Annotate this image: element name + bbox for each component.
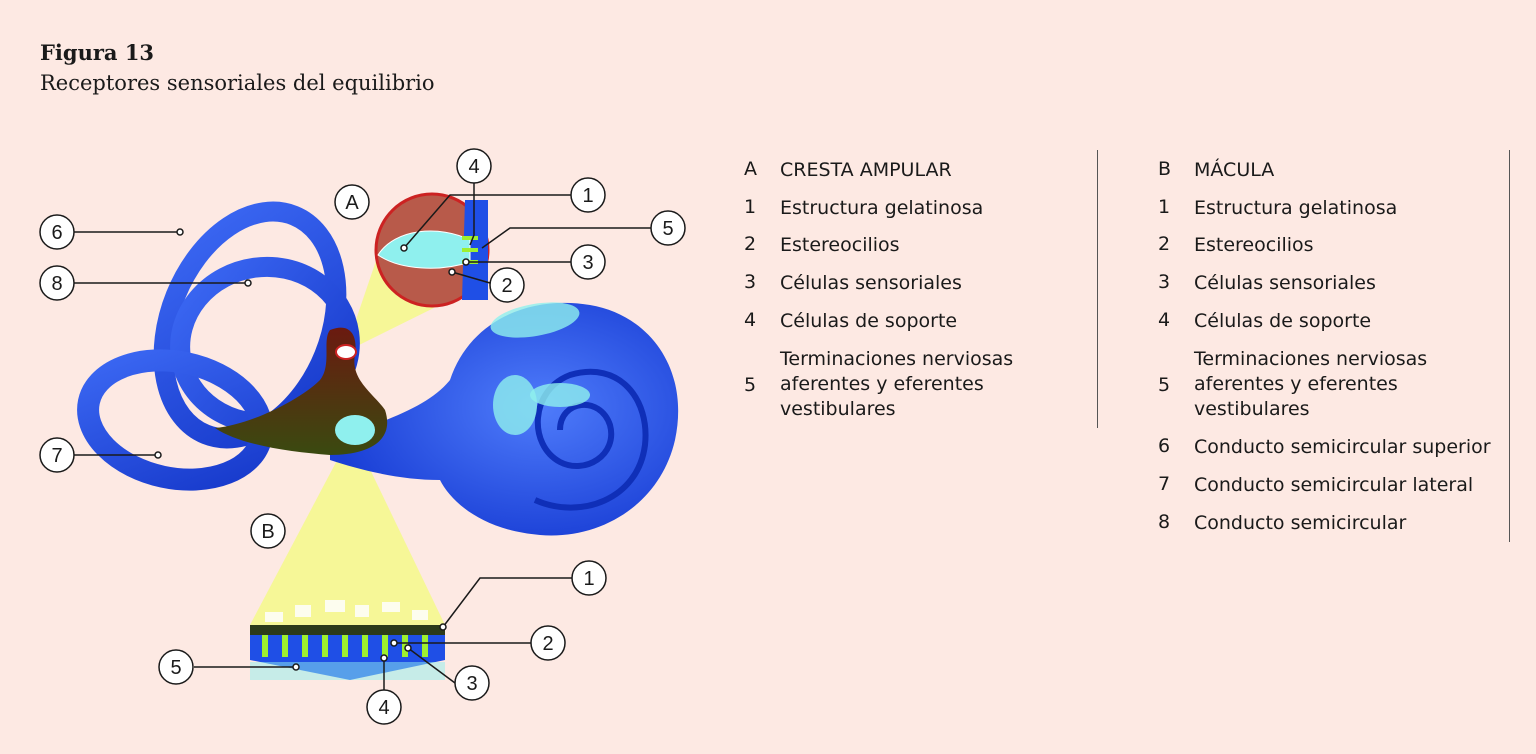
callout-6: 6 — [51, 222, 62, 244]
legend-b-item-label: Estereocilios — [1194, 234, 1314, 256]
cochlea-highlight-3 — [530, 383, 590, 407]
legend-b-item-key: 2 — [1158, 233, 1171, 255]
figure-number: Figura 13 — [40, 40, 155, 65]
callout-b5: 5 — [170, 657, 181, 679]
callout-a2-circle — [489, 267, 525, 303]
legend-b-item-label: Terminaciones nerviosas aferentes y efer… — [1194, 348, 1428, 420]
callout-7-circle — [39, 437, 75, 473]
legend-a-item-label: Estructura gelatinosa — [780, 197, 984, 219]
legend-a-key: A — [744, 158, 757, 180]
section-b-circle — [250, 513, 286, 549]
legend-a-item: 5 Terminaciones nerviosas aferentes y ef… — [744, 347, 1020, 422]
legend-divider-right — [1509, 150, 1510, 542]
legend-b-item-label: Células sensoriales — [1194, 272, 1376, 294]
callout-b2: 2 — [542, 633, 553, 655]
legend-b-item-key: 5 — [1158, 373, 1171, 396]
leader-a1 — [403, 194, 571, 249]
leader-a5 — [481, 227, 651, 249]
legend-macula: B MÁCULA 1 Estructura gelatinosa 2 Ester… — [1158, 158, 1503, 548]
macula-spot — [335, 415, 375, 445]
legend-a-item: 2 Estereocilios — [744, 233, 900, 258]
legend-b-item: 1 Estructura gelatinosa — [1158, 196, 1397, 221]
callout-b3: 3 — [466, 673, 477, 695]
callout-a2: 2 — [501, 275, 512, 297]
figure-header: Figura 13 Receptores sensoriales del equ… — [40, 40, 435, 95]
callout-b4-circle — [366, 689, 402, 725]
legend-b-item-label: Conducto semicircular superior — [1194, 436, 1491, 458]
callout-7: 7 — [51, 445, 62, 467]
callout-6-circle — [39, 214, 75, 250]
legend-a-item-label: Células sensoriales — [780, 272, 962, 294]
section-a-circle — [334, 184, 370, 220]
section-a-label: A — [345, 192, 359, 214]
figure-title: Receptores sensoriales del equilibrio — [40, 71, 435, 95]
leader-a4 — [469, 183, 475, 246]
legend-b-item-label: Conducto semicircular lateral — [1194, 474, 1474, 496]
legend-a-item-label: Estereocilios — [780, 234, 900, 256]
legend-a-item-label: Células de soporte — [780, 310, 958, 332]
legend-b-item-label: Células de soporte — [1194, 310, 1372, 332]
cochlea-highlight — [490, 302, 580, 338]
legend-b-item: 4 Células de soporte — [1158, 309, 1371, 334]
legend-b-item-label: Estructura gelatinosa — [1194, 197, 1398, 219]
callout-a5-circle — [650, 210, 686, 246]
callout-b1: 1 — [583, 568, 594, 590]
callout-a5: 5 — [662, 218, 673, 240]
legend-b-key: B — [1158, 158, 1172, 180]
legend-b-item: 7 Conducto semicircular lateral — [1158, 473, 1473, 498]
ampulla-spot — [335, 344, 357, 360]
callout-a3-circle — [570, 244, 606, 280]
legend-b-item-key: 7 — [1158, 473, 1171, 495]
leader-b3 — [407, 647, 456, 684]
legend-b-item-key: 3 — [1158, 271, 1171, 293]
macula-block-top — [250, 625, 445, 635]
legend-a-item-key: 2 — [744, 233, 757, 255]
legend-a-heading: CRESTA AMPULAR — [780, 159, 952, 181]
callout-8: 8 — [51, 273, 62, 295]
callout-8-circle — [39, 265, 75, 301]
legend-a-item: 4 Células de soporte — [744, 309, 957, 334]
callout-a4-circle — [456, 148, 492, 184]
legend-divider-left — [1097, 150, 1098, 428]
callout-b1-circle — [571, 560, 607, 596]
legend-a-item-key: 5 — [744, 373, 757, 396]
section-b-label: B — [261, 521, 274, 543]
callout-a1-circle — [570, 177, 606, 213]
callout-a4: 4 — [468, 156, 479, 178]
legend-b-item: 3 Células sensoriales — [1158, 271, 1376, 296]
callout-a3: 3 — [582, 252, 593, 274]
legend-b-item-label: Conducto semicircular — [1194, 512, 1407, 534]
callout-b5-circle — [158, 649, 194, 685]
callout-b4: 4 — [378, 697, 389, 719]
legend-b-item-key: 6 — [1158, 435, 1171, 457]
canal-superior — [153, 201, 347, 449]
leader-a2 — [451, 271, 491, 284]
legend-b-item: 2 Estereocilios — [1158, 233, 1314, 258]
legend-b-item: 5 Terminaciones nerviosas aferentes y ef… — [1158, 347, 1434, 422]
callout-a1: 1 — [582, 185, 593, 207]
legend-a-item: 3 Células sensoriales — [744, 271, 962, 296]
zoom-cone-b — [250, 432, 445, 625]
callout-b2-circle — [530, 625, 566, 661]
legend-b-item-key: 4 — [1158, 309, 1171, 331]
legend-a-item-label: Terminaciones nerviosas aferentes y efer… — [780, 348, 1014, 420]
callout-b3-circle — [454, 665, 490, 701]
legend-a-item-key: 1 — [744, 196, 757, 218]
legend-a-item: 1 Estructura gelatinosa — [744, 196, 983, 221]
macula-hair-cells — [262, 635, 428, 657]
legend-b-item: 6 Conducto semicircular superior — [1158, 435, 1491, 460]
legend-b-item-key: 8 — [1158, 511, 1171, 533]
legend-b-item: 8 Conducto semicircular — [1158, 511, 1406, 536]
legend-b-heading-row: B MÁCULA — [1158, 158, 1274, 183]
cochlea-highlight-2 — [493, 375, 537, 435]
legend-b-heading: MÁCULA — [1194, 159, 1275, 181]
legend-a-item-key: 4 — [744, 309, 757, 331]
legend-a-heading-row: A CRESTA AMPULAR — [744, 158, 952, 183]
legend-crista-ampular: A CRESTA AMPULAR 1 Estructura gelatinosa… — [744, 158, 1064, 438]
leader-b1 — [442, 577, 572, 628]
otoconia — [265, 600, 428, 622]
legend-a-item-key: 3 — [744, 271, 757, 293]
legend-b-item-key: 1 — [1158, 196, 1171, 218]
